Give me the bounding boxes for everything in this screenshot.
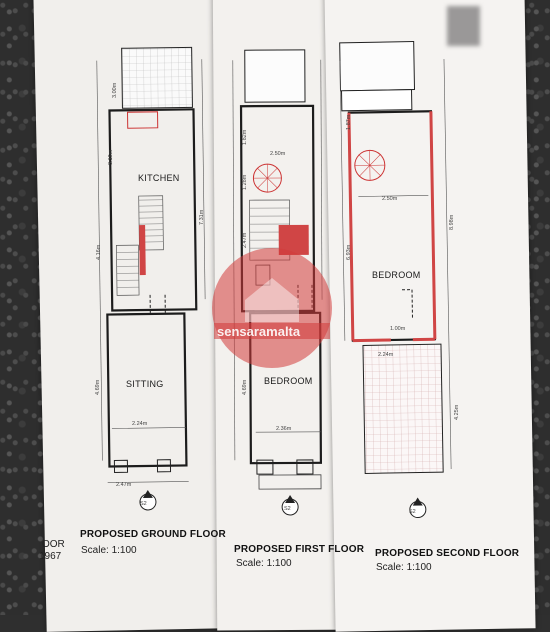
dim-label: 8.98m: [449, 214, 455, 230]
side-text-1: OOR: [42, 539, 65, 550]
dim-label: 2.50m: [270, 151, 286, 157]
plan-title-second: PROPOSED SECOND FLOOR: [375, 548, 520, 559]
plan-scale-first: Scale: 1:100: [236, 558, 292, 569]
room-label-bedroom-second: BEDROOM: [372, 270, 421, 280]
dim-label: 2.36m: [276, 426, 292, 432]
plan-title-ground: PROPOSED GROUND FLOOR: [80, 529, 226, 540]
dim-label: 1.28m: [242, 174, 248, 190]
dim-label: 4.16m: [96, 244, 102, 260]
dim-label: 4.69m: [95, 379, 101, 395]
dim-label: 3.00m: [112, 82, 118, 98]
plan-scale-second: Scale: 1:100: [376, 562, 432, 573]
room-label-bedroom-first: BEDROOM: [264, 376, 313, 386]
plan-scale-ground: Scale: 1:100: [81, 545, 137, 556]
dim-label: 3.19m: [108, 149, 114, 165]
section-marker-label: S2: [284, 506, 291, 512]
watermark-text: sensaramalta: [217, 324, 301, 339]
dim-label: 1.82m: [242, 129, 248, 145]
side-text-2: 1967: [39, 551, 62, 562]
watermark-logo: sensaramalta: [212, 248, 332, 368]
dim-label: 2.47m: [116, 482, 132, 488]
dim-label: 7.31m: [199, 209, 205, 225]
room-label-sitting: SITTING: [126, 379, 164, 389]
dim-label: 4.25m: [454, 404, 460, 420]
dim-label: 6.93m: [346, 244, 352, 260]
dim-label: 2.24m: [378, 352, 394, 358]
dim-label: 1.87m: [346, 114, 352, 130]
dim-label: 2.50m: [382, 196, 398, 202]
floor-plans-drawing: OOR 1967 KITCHEN SITTING 3.00m 3.19m 7.3…: [0, 0, 550, 615]
room-label-kitchen: KITCHEN: [138, 173, 180, 183]
section-marker-label: S2: [140, 501, 147, 507]
section-marker-label: S2: [409, 509, 416, 515]
dim-label: 2.47m: [242, 232, 248, 248]
dim-label: 4.69m: [242, 379, 248, 395]
dim-label: 2.24m: [132, 421, 148, 427]
dim-label: 1.00m: [390, 326, 406, 332]
plan-title-first: PROPOSED FIRST FLOOR: [234, 544, 365, 555]
ground-floor-plan: [97, 47, 208, 510]
